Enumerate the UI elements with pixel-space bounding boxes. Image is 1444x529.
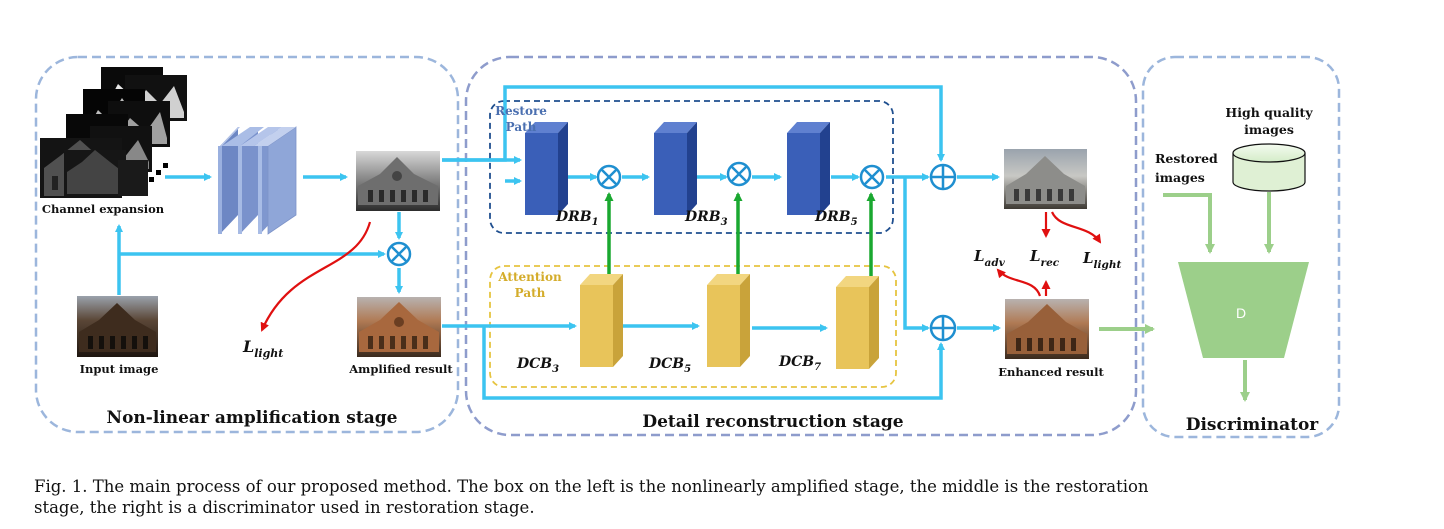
restore-path-label-2: Path xyxy=(506,120,537,134)
restored-output-image xyxy=(1004,149,1087,209)
channel-expansion-label: Channel expansion xyxy=(42,202,165,216)
loss-adv: Ladv xyxy=(973,247,1006,269)
amplified-result-image xyxy=(357,297,441,357)
drb-label-5: DRB5 xyxy=(814,209,858,228)
add-operators xyxy=(929,163,957,342)
attention-path-label: Attention xyxy=(497,270,562,284)
multiply-icon xyxy=(386,241,412,267)
multiply-icon xyxy=(859,164,885,190)
multiply-icon xyxy=(726,161,752,187)
restore-path-box xyxy=(489,100,894,234)
attention-arrows xyxy=(604,192,876,276)
loss-rec: Lrec xyxy=(1029,247,1060,269)
architecture-diagram: Channel expansion xyxy=(34,55,1341,439)
caption-line-2: stage, the right is a discriminator used… xyxy=(34,498,535,517)
flow-arrows xyxy=(115,85,1001,400)
caption-line-1: Fig. 1. The main process of our proposed… xyxy=(34,477,1149,496)
conv-blocks xyxy=(218,126,297,235)
discriminator-arrows xyxy=(1099,192,1274,402)
stage-title-right: Discriminator xyxy=(1186,415,1320,435)
drb-block-5 xyxy=(787,122,830,215)
multiply-icon xyxy=(596,164,622,190)
restore-path-label: Restore xyxy=(495,104,547,118)
input-image xyxy=(77,296,158,357)
stage-box-left xyxy=(34,55,460,434)
dcb-label-7: DCB7 xyxy=(778,354,821,373)
drb-block-1 xyxy=(525,122,568,215)
dcb-block-7 xyxy=(836,276,879,369)
high-quality-database-icon xyxy=(1232,143,1306,192)
enhanced-result-label: Enhanced result xyxy=(998,365,1104,379)
loss-light-left: Llight xyxy=(242,337,283,360)
plus-icon xyxy=(929,163,957,191)
amplified-result-label: Amplified result xyxy=(348,362,453,376)
high-quality-images-label: High quality xyxy=(1225,105,1313,120)
restored-images-label-2: images xyxy=(1155,170,1205,185)
figure-caption: Fig. 1. The main process of our proposed… xyxy=(34,476,1404,518)
dcb-block-5 xyxy=(707,274,750,367)
drb-label-1: DRB1 xyxy=(555,209,599,228)
drb-label-3: DRB3 xyxy=(684,209,728,228)
multiply-operators xyxy=(386,161,885,267)
enhanced-result-image xyxy=(1005,299,1089,359)
discriminator-d-label: D xyxy=(1236,305,1246,321)
dcb-block-3 xyxy=(580,274,623,367)
drb-block-3 xyxy=(654,122,697,215)
stage-title-left: Non-linear amplification stage xyxy=(107,408,398,428)
loss-light-right: Llight xyxy=(1082,249,1122,271)
plus-icon xyxy=(929,314,957,342)
stage-box-middle xyxy=(464,55,1138,437)
attention-path-label-2: Path xyxy=(515,286,546,300)
loss-arrows xyxy=(260,211,1102,332)
discriminator-block xyxy=(1178,262,1309,358)
dcb-label-3: DCB3 xyxy=(516,356,559,375)
input-image-label: Input image xyxy=(80,362,159,376)
stage-title-middle: Detail reconstruction stage xyxy=(642,412,903,432)
dcb-label-5: DCB5 xyxy=(648,356,691,375)
channel-expansion-stack xyxy=(40,67,187,198)
stage-box-right xyxy=(1141,55,1341,439)
restored-images-label: Restored xyxy=(1155,151,1218,166)
grayscale-image xyxy=(356,151,440,211)
high-quality-images-label-2: images xyxy=(1244,122,1294,137)
